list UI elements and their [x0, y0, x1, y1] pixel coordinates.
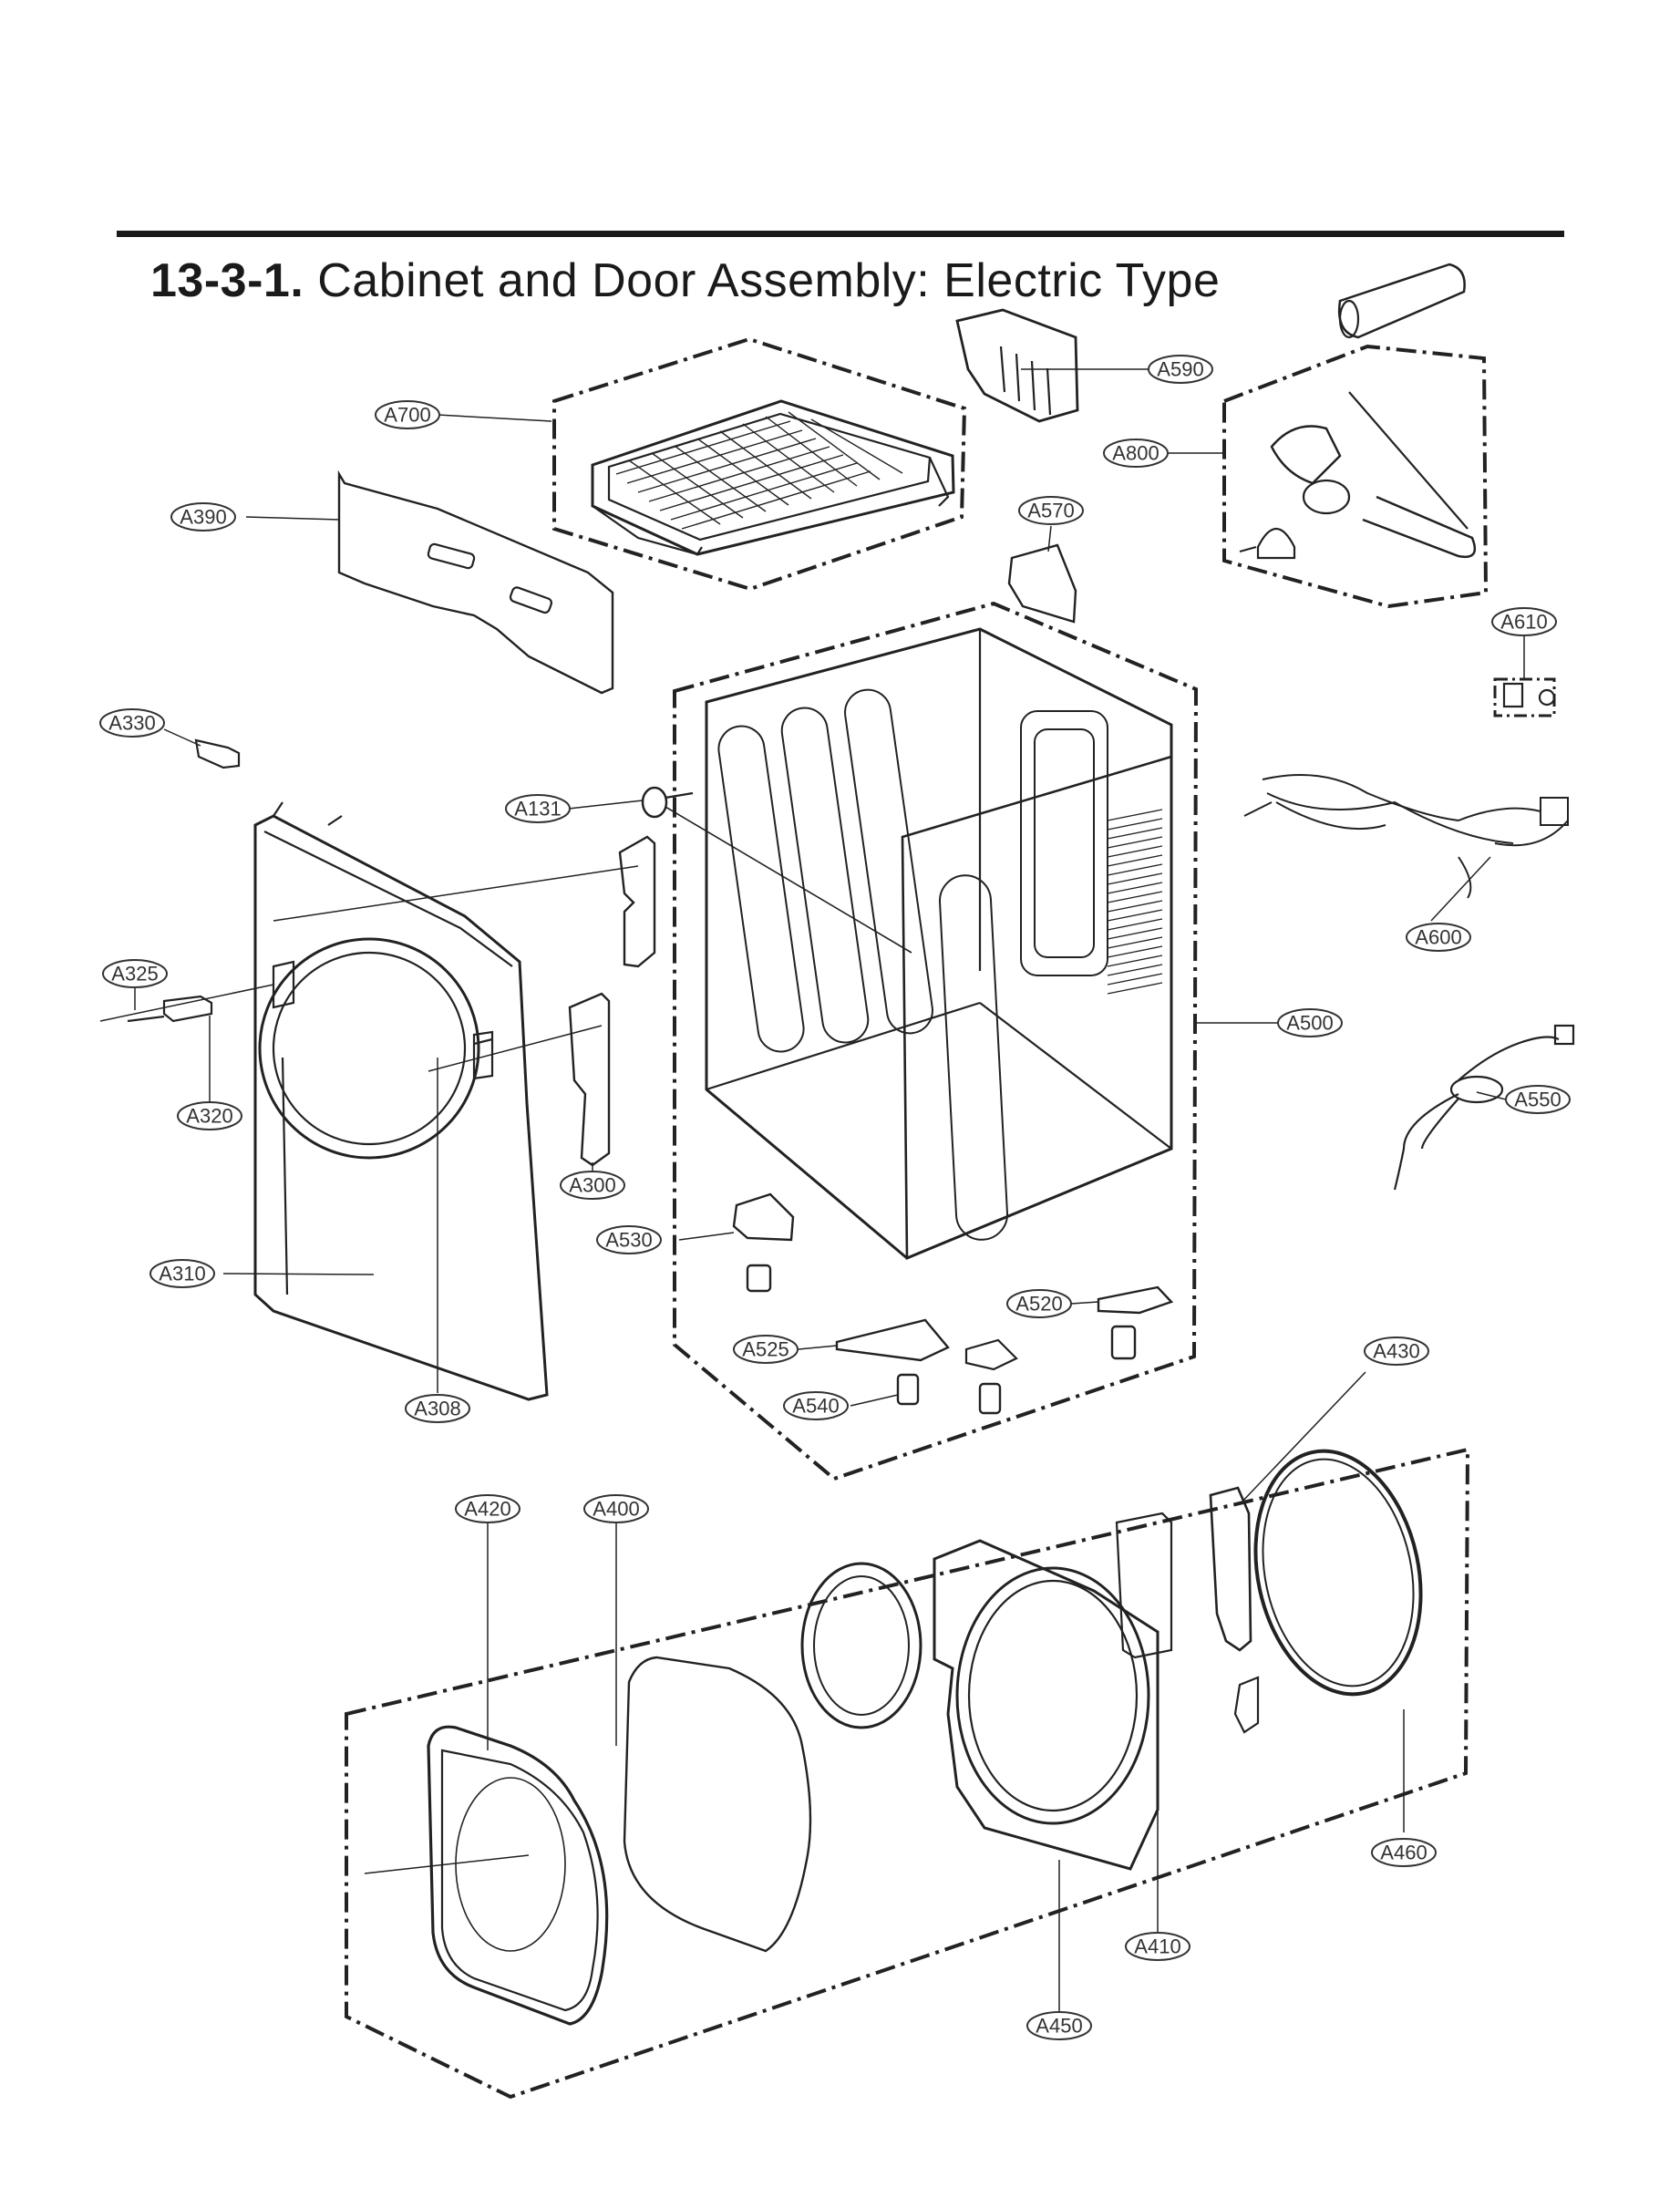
duct-parts — [1239, 263, 1477, 560]
boundary-door — [345, 1447, 1470, 2100]
plate-a570-part — [1007, 543, 1077, 624]
group-boundaries — [345, 336, 1489, 2100]
door-glass-part — [623, 1656, 812, 1953]
bracket-a590-part — [955, 308, 1079, 423]
latch-part — [194, 738, 241, 769]
callout-a520: A520 — [1015, 1293, 1062, 1316]
boundary-cabinet — [673, 601, 1199, 1481]
leveling-legs — [732, 1192, 1174, 1415]
header-rule — [117, 231, 1564, 237]
callout-a550: A550 — [1514, 1089, 1561, 1111]
inner-door-frame-part — [933, 1539, 1160, 1871]
section-heading: Cabinet and Door Assembly: Electric Type — [317, 254, 1221, 307]
outer-door-part — [364, 1725, 609, 2026]
door-hinge-part — [1115, 1486, 1260, 1734]
leader-lines — [134, 368, 1525, 2011]
callout-a308: A308 — [414, 1398, 460, 1420]
callout-a310: A310 — [159, 1263, 205, 1285]
callout-a330: A330 — [108, 712, 155, 735]
callout-a600: A600 — [1415, 926, 1461, 949]
front-panel-part — [99, 801, 639, 1401]
boundary-duct — [1222, 344, 1489, 609]
section-title: 13-3-1. Cabinet and Door Assembly: Elect… — [150, 253, 1220, 308]
callout-a460: A460 — [1380, 1842, 1427, 1864]
callout-a300: A300 — [569, 1174, 615, 1197]
door-ring-part — [800, 1562, 922, 1729]
callout-a525: A525 — [742, 1338, 788, 1361]
lock-parts — [127, 960, 494, 1080]
callout-a570: A570 — [1027, 500, 1074, 522]
cabinet-part — [665, 627, 1173, 1260]
callout-a540: A540 — [792, 1395, 839, 1418]
callout-a320: A320 — [186, 1105, 232, 1128]
callout-a800: A800 — [1112, 442, 1159, 465]
power-cord-part — [1393, 1024, 1575, 1191]
callout-a390: A390 — [180, 506, 226, 529]
section-number: 13-3-1. — [150, 254, 304, 307]
callout-a400: A400 — [593, 1498, 639, 1521]
callout-a420: A420 — [464, 1498, 510, 1521]
door-gasket-part — [1253, 1449, 1423, 1697]
callout-bubbles — [99, 355, 1571, 2040]
terminal-block-part — [1493, 677, 1556, 717]
callout-a530: A530 — [605, 1229, 652, 1252]
callout-a610: A610 — [1500, 611, 1547, 634]
callout-a450: A450 — [1036, 2015, 1082, 2038]
callout-a131: A131 — [514, 798, 561, 820]
callout-a700: A700 — [384, 404, 430, 427]
callout-a590: A590 — [1157, 358, 1203, 381]
bumper-part — [641, 786, 694, 819]
callout-a430: A430 — [1373, 1340, 1419, 1363]
callout-labels: A700 A590 A800 A390 A570 A610 A330 A131 … — [108, 358, 1561, 2038]
hinge-bracket-parts — [568, 835, 656, 1167]
callout-a410: A410 — [1134, 1935, 1180, 1958]
boundary-top-filter — [552, 336, 967, 592]
back-bracket-part — [337, 470, 614, 695]
callout-a325: A325 — [111, 963, 158, 986]
callout-a500: A500 — [1286, 1012, 1333, 1035]
wire-harness-part — [1243, 774, 1569, 899]
filter-grid-part — [591, 399, 955, 556]
